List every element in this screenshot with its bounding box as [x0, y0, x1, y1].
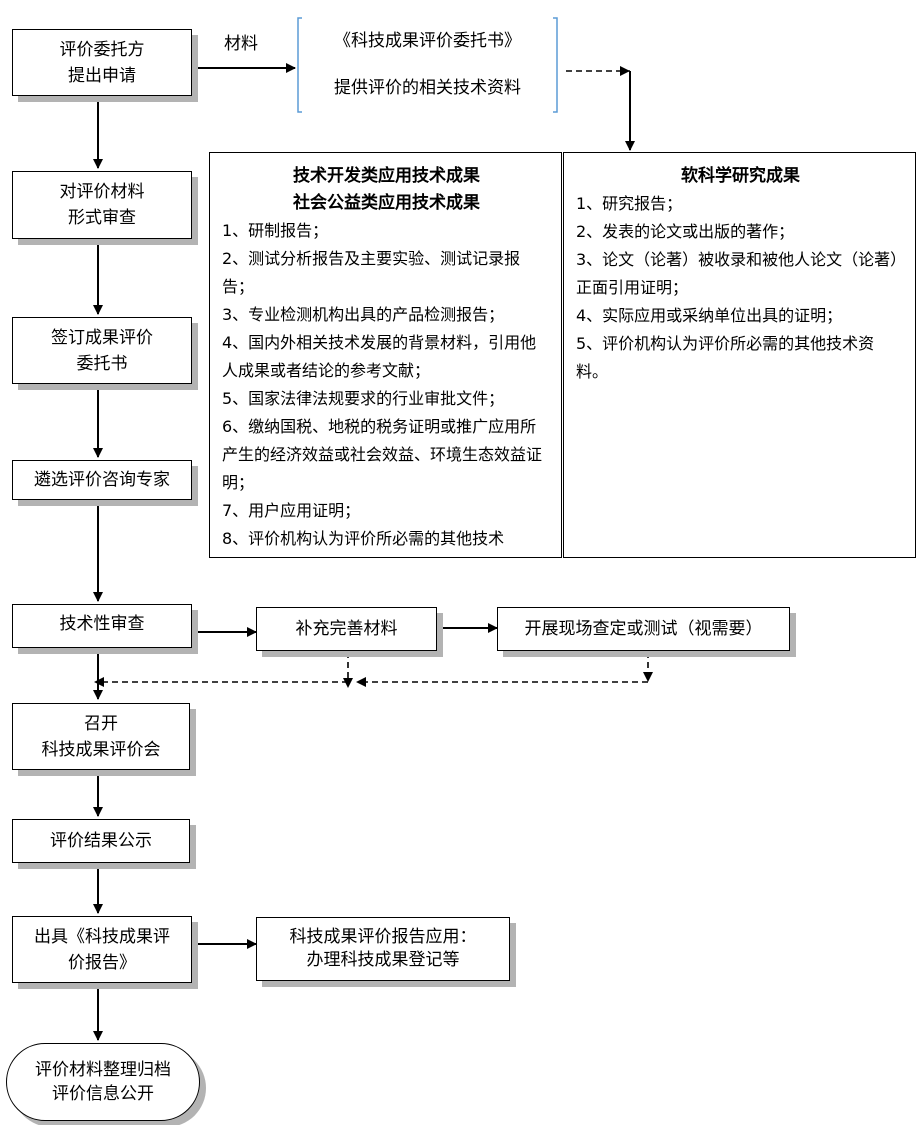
step-publicity-line1: 评价结果公示	[50, 831, 152, 851]
materials-line1: 《科技成果评价委托书》	[334, 31, 521, 51]
report-use-line1: 科技成果评价报告应用：	[289, 927, 477, 947]
panel-soft-science-item: 5、评价机构认为评价所必需的其他技术资料。	[576, 334, 875, 381]
step-sign-contract-line1: 签订成果评价	[51, 327, 153, 348]
report-use-line2: 办理科技成果登记等	[306, 950, 460, 970]
panel-applied-tech-item: 6、缴纳国税、地税的税务证明或推广应用所产生的经济效益或社会效益、环境生态效益证…	[222, 417, 543, 492]
panel-applied-tech-item: 4、国内外相关技术发展的背景材料，引用他人成果或者结论的参考文献；	[222, 333, 537, 380]
site-check-box: 开展现场查定或测试（视需要）	[497, 607, 790, 651]
panel-soft-science-item: 3、论文（论著）被收录和被他人论文（论著）正面引用证明；	[576, 250, 899, 297]
panel-applied-tech-item: 1、研制报告；	[222, 221, 329, 240]
panel-applied-tech-item: 2、测试分析报告及主要实验、测试记录报告；	[222, 249, 521, 296]
arrowhead-to-supplement	[356, 677, 366, 687]
supplement-label: 补充完善材料	[295, 619, 398, 639]
step-meeting-line1: 召开	[84, 713, 118, 734]
materials-line2: 提供评价的相关技术资料	[334, 78, 521, 98]
step-issue-report-line2: 价报告》	[68, 952, 136, 973]
step-apply: 评价委托方 提出申请	[12, 29, 192, 96]
step-form-review: 对评价材料 形式审查	[12, 171, 192, 239]
step-tech-review-line1: 技术性审查	[59, 614, 145, 634]
materials-box: 《科技成果评价委托书》 提供评价的相关技术资料	[300, 20, 555, 110]
step-sign-contract-line2: 委托书	[76, 353, 128, 374]
panel-soft-science-item: 1、研究报告；	[576, 194, 683, 213]
arrowhead-dash-right	[620, 66, 630, 76]
panel-applied-tech-item: 8、评价机构认为评价所必需的其他技术	[222, 529, 505, 548]
step-meeting: 召开 科技成果评价会	[12, 703, 190, 770]
panel-soft-science: 软科学研究成果 1、研究报告； 2、发表的论文或出版的著作； 3、论文（论著）被…	[563, 152, 916, 558]
panel-applied-tech: 技术开发类应用技术成果 社会公益类应用技术成果 1、研制报告； 2、测试分析报告…	[209, 152, 562, 558]
step-apply-line1: 评价委托方	[59, 39, 145, 60]
step-tech-review: 技术性审查	[12, 604, 192, 648]
step-issue-report: 出具《科技成果评 价报告》	[12, 916, 192, 983]
panel-applied-tech-item: 5、国家法律法规要求的行业审批文件；	[222, 389, 505, 408]
bracket-right	[553, 17, 558, 113]
panel-soft-science-item: 2、发表的论文或出版的著作；	[576, 222, 795, 241]
step-select-experts: 遴选评价咨询专家	[12, 460, 192, 500]
bracket-left	[297, 17, 302, 113]
panel-applied-tech-title-1: 技术开发类应用技术成果	[293, 166, 480, 186]
step-select-experts-line1: 遴选评价咨询专家	[34, 470, 170, 490]
report-use-box: 科技成果评价报告应用： 办理科技成果登记等	[256, 917, 510, 981]
step-meeting-line2: 科技成果评价会	[41, 739, 161, 760]
panel-applied-tech-item: 3、专业检测机构出具的产品检测报告；	[222, 305, 505, 324]
step-sign-contract: 签订成果评价 委托书	[12, 317, 192, 384]
panel-applied-tech-item: 7、用户应用证明；	[222, 501, 361, 520]
step-apply-line2: 提出申请	[68, 65, 136, 86]
panel-soft-science-title: 软科学研究成果	[681, 166, 800, 186]
step-form-review-line1: 对评价材料	[59, 182, 145, 202]
step-publicity: 评价结果公示	[12, 819, 190, 863]
supplement-box: 补充完善材料	[256, 607, 437, 651]
step-issue-report-line1: 出具《科技成果评	[34, 926, 170, 947]
panel-soft-science-item: 4、实际应用或采纳单位出具的证明；	[576, 306, 843, 325]
arrowhead-supplement-down	[343, 678, 353, 688]
site-check-label: 开展现场查定或测试（视需要）	[524, 619, 763, 639]
arrowhead-site-down	[643, 672, 653, 682]
step-archive-line2: 评价信息公开	[52, 1084, 154, 1104]
step-form-review-line2: 形式审查	[68, 208, 136, 228]
step-archive-line1: 评价材料整理归档	[35, 1060, 171, 1080]
step-archive: 评价材料整理归档 评价信息公开	[6, 1043, 200, 1121]
materials-label: 材料	[224, 34, 258, 54]
panel-applied-tech-title-2: 社会公益类应用技术成果	[293, 193, 480, 213]
arrowhead-to-main	[94, 677, 104, 687]
